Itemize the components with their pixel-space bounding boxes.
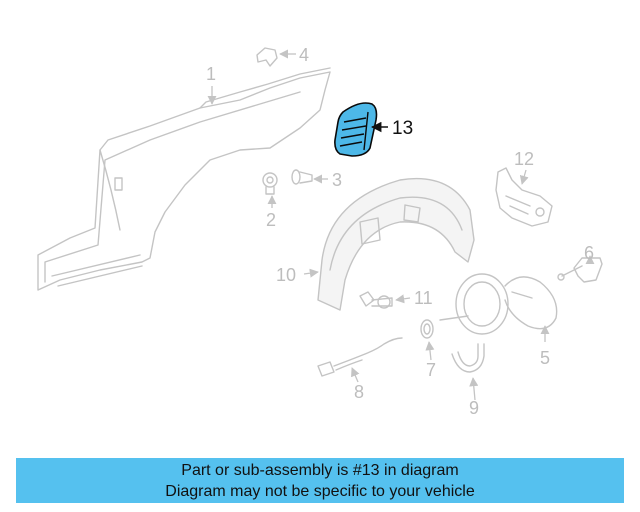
callout-13: 13 (392, 118, 413, 139)
callout-8: 8 (354, 382, 364, 402)
clip-part (262, 172, 278, 195)
vent-part-13 (334, 102, 378, 157)
wheel-liner-part (317, 177, 475, 311)
banner-line-2: Diagram may not be specific to your vehi… (165, 482, 475, 500)
callout-2: 2 (266, 210, 276, 230)
callout-4: 4 (299, 45, 309, 65)
latch-bracket-part (495, 167, 553, 227)
push-pin-part (291, 169, 313, 185)
callout-3: 3 (332, 170, 342, 190)
wire-harness-part (317, 337, 403, 377)
parts-diagram: 1 2 3 4 5 6 7 8 9 10 11 12 13 (37, 45, 603, 418)
banner-line-1: Part or sub-assembly is #13 in diagram (181, 461, 459, 479)
bolt-part (359, 291, 393, 309)
callout-10: 10 (276, 265, 296, 285)
grommet-part (420, 319, 434, 339)
quarter-panel-part (37, 67, 331, 291)
callout-9: 9 (469, 398, 479, 418)
striker-part (557, 257, 603, 283)
callout-5: 5 (540, 348, 550, 368)
callout-7: 7 (426, 360, 436, 380)
callout-6: 6 (584, 243, 594, 263)
callout-12: 12 (514, 149, 534, 169)
bracket-part (256, 47, 278, 67)
hose-part (451, 343, 485, 373)
leader-lines (207, 49, 595, 401)
callout-11: 11 (414, 288, 433, 308)
info-banner: Part or sub-assembly is #13 in diagram D… (16, 458, 624, 503)
fuel-door-part (439, 273, 558, 335)
callout-1: 1 (206, 64, 216, 84)
